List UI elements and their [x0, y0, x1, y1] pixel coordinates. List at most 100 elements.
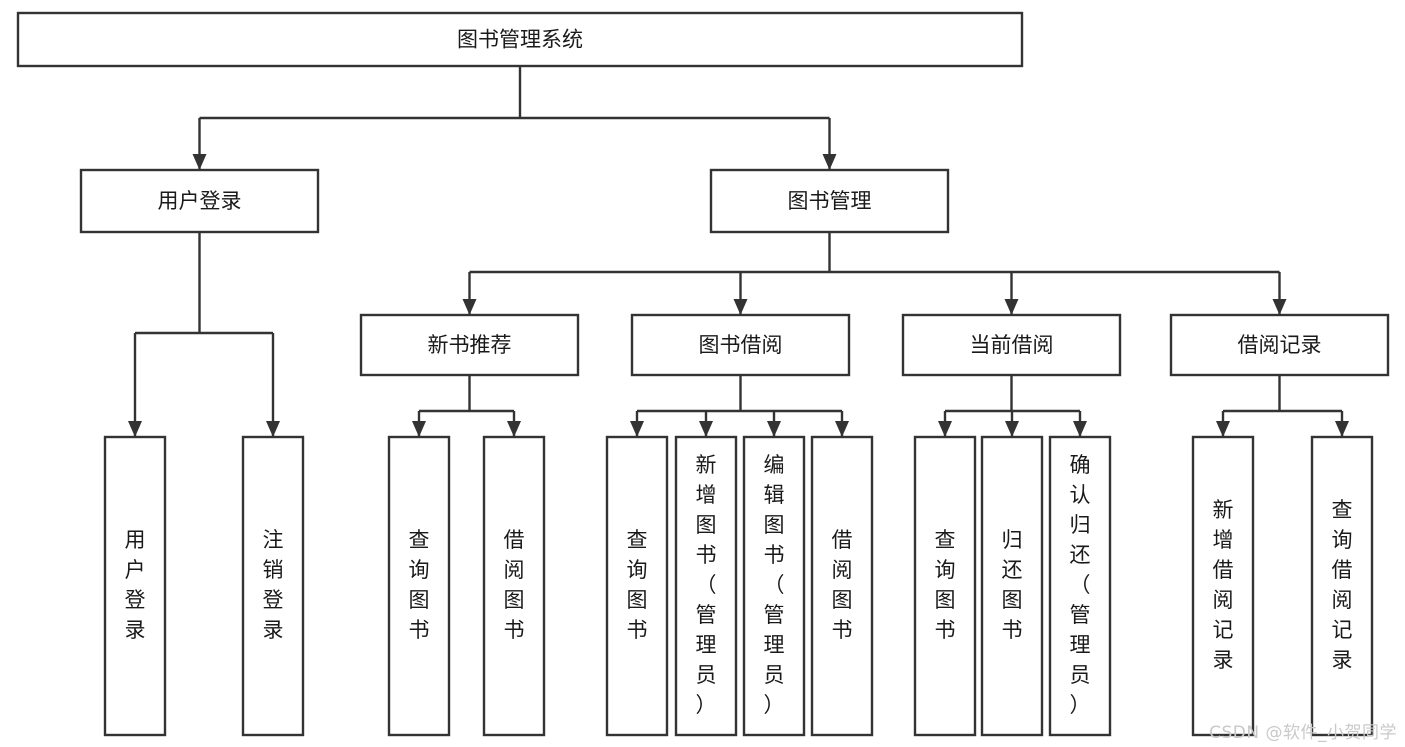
- leaf-node-leaf-borrow-book-1-box: [482, 435, 546, 737]
- leaf-node-leaf-add-record-label-char: 阅: [1213, 588, 1234, 612]
- arrow-head-icon: [835, 421, 849, 437]
- level3-node-current-borrow[interactable]: 当前借阅: [901, 313, 1122, 377]
- leaf-node-leaf-borrow-book-1-label-char: 阅: [504, 558, 525, 582]
- leaf-node-leaf-edit-book-box: [742, 435, 806, 737]
- level2-node-user-login[interactable]: 用户登录: [79, 168, 320, 234]
- leaf-node-leaf-edit-book-label-char: ）: [764, 693, 785, 717]
- leaf-node-leaf-confirm-return-label-char: 归: [1070, 513, 1091, 537]
- leaf-node-leaf-query-record-label-char: 录: [1332, 648, 1353, 672]
- leaf-node-leaf-confirm-return-label-char: ）: [1070, 693, 1091, 717]
- leaf-node-leaf-add-book-label-char: 增: [696, 483, 717, 507]
- leaf-node-leaf-edit-book-label-char: 理: [764, 633, 785, 657]
- leaf-node-leaf-return-book-label-char: 书: [1002, 618, 1023, 642]
- arrow-head-icon: [192, 154, 207, 170]
- arrow-head-icon: [699, 421, 713, 437]
- leaf-node-leaf-query-book-3-label-char: 询: [935, 558, 956, 582]
- level3-node-book-borrow[interactable]: 图书借阅: [630, 313, 851, 377]
- root-node-book-management-system[interactable]: 图书管理系统: [16, 11, 1024, 68]
- level3-node-new-book-rec-box: [359, 313, 580, 377]
- leaf-node-leaf-confirm-return-label-char: 员: [1070, 663, 1091, 687]
- leaf-node-leaf-edit-book-label-char: 管: [764, 603, 785, 627]
- leaf-node-leaf-user-login[interactable]: 用户登录: [103, 435, 167, 737]
- leaf-node-leaf-query-record-label-char: 记: [1332, 618, 1353, 642]
- leaf-node-leaf-add-record-label-char: 借: [1213, 558, 1234, 582]
- leaf-node-leaf-query-book-2-label-char: 查: [627, 528, 648, 552]
- arrow-head-icon: [733, 299, 748, 315]
- leaf-node-leaf-query-book-2-box: [605, 435, 669, 737]
- leaf-node-leaf-query-book-1-label-char: 图: [409, 588, 430, 612]
- root-node-book-management-system-label: 图书管理系统: [457, 28, 583, 52]
- level3-node-current-borrow-box: [901, 313, 1122, 377]
- leaf-node-leaf-query-book-2-label-char: 询: [627, 558, 648, 582]
- leaf-node-leaf-confirm-return-label-char: 确: [1070, 453, 1091, 477]
- leaf-node-leaf-query-book-2-label-char: 书: [627, 618, 648, 642]
- node-layer: 图书管理系统用户登录图书管理新书推荐图书借阅当前借阅借阅记录用户登录注销登录查询…: [16, 11, 1390, 737]
- leaf-node-leaf-edit-book-label-char: 编: [764, 453, 785, 477]
- leaf-node-leaf-borrow-book-2-label-char: 借: [832, 528, 853, 552]
- connector-layer: [128, 66, 1349, 437]
- level2-node-user-login-label: 用户登录: [158, 189, 242, 213]
- leaf-node-leaf-add-record-label-char: 记: [1213, 618, 1234, 642]
- leaf-node-leaf-user-login-label-char: 户: [125, 558, 146, 582]
- leaf-node-leaf-confirm-return-label-char: 理: [1070, 633, 1091, 657]
- leaf-node-leaf-add-record-label-char: 新: [1213, 498, 1234, 522]
- leaf-node-leaf-edit-book-label-char: 辑: [764, 483, 785, 507]
- level3-node-borrow-record-label: 借阅记录: [1238, 333, 1322, 357]
- arrow-head-icon: [1073, 421, 1087, 437]
- leaf-node-leaf-query-book-1-label-char: 询: [409, 558, 430, 582]
- leaf-node-leaf-query-record-label-char: 阅: [1332, 588, 1353, 612]
- leaf-node-leaf-query-book-1-box: [387, 435, 451, 737]
- leaf-node-leaf-add-record-label-char: 录: [1213, 648, 1234, 672]
- leaf-node-leaf-add-book-label-char: 员: [696, 663, 717, 687]
- level3-node-book-borrow-box: [630, 313, 851, 377]
- csdn-watermark: CSDN @软件_小贺同学: [1209, 723, 1397, 743]
- leaf-node-leaf-query-record-label-char: 查: [1332, 498, 1353, 522]
- leaf-node-leaf-add-book-label-char: 理: [696, 633, 717, 657]
- leaf-node-leaf-edit-book-label-char: （: [764, 573, 785, 597]
- leaf-node-leaf-user-logout-label-char: 注: [263, 528, 284, 552]
- leaf-node-leaf-user-logout-label-char: 销: [263, 558, 284, 582]
- level2-node-book-manage[interactable]: 图书管理: [709, 168, 950, 234]
- leaf-node-leaf-edit-book-label-char: 员: [764, 663, 785, 687]
- level3-node-borrow-record[interactable]: 借阅记录: [1169, 313, 1390, 377]
- leaf-node-leaf-confirm-return-label-char: （: [1070, 573, 1091, 597]
- arrow-head-icon: [630, 421, 644, 437]
- level3-node-book-borrow-label: 图书借阅: [699, 333, 783, 357]
- leaf-node-leaf-user-login-label-char: 登: [125, 588, 146, 612]
- level3-node-new-book-rec[interactable]: 新书推荐: [359, 313, 580, 377]
- leaf-node-leaf-confirm-return-label-char: 认: [1070, 483, 1091, 507]
- leaf-node-leaf-return-book-label-char: 归: [1002, 528, 1023, 552]
- leaf-node-leaf-borrow-book-2-label-char: 书: [832, 618, 853, 642]
- leaf-node-leaf-add-book-label-char: 图: [696, 513, 717, 537]
- arrow-head-icon: [1005, 421, 1019, 437]
- level2-node-book-manage-label: 图书管理: [788, 189, 872, 213]
- leaf-node-leaf-query-book-3-label-char: 图: [935, 588, 956, 612]
- leaf-node-leaf-add-book-label-char: 管: [696, 603, 717, 627]
- leaf-node-leaf-query-book-1-label-char: 书: [409, 618, 430, 642]
- leaf-node-leaf-query-book-3-label-char: 查: [935, 528, 956, 552]
- leaf-node-leaf-user-login-label-char: 录: [125, 618, 146, 642]
- arrow-head-icon: [266, 421, 280, 437]
- leaf-node-leaf-add-book-label-char: （: [696, 573, 717, 597]
- leaf-node-leaf-user-logout-label-char: 录: [263, 618, 284, 642]
- leaf-node-leaf-query-book-1-label-char: 查: [409, 528, 430, 552]
- arrow-head-icon: [1004, 299, 1019, 315]
- arrow-head-icon: [938, 421, 952, 437]
- leaf-node-leaf-confirm-return-box: [1048, 435, 1112, 737]
- leaf-node-leaf-return-book-box: [980, 435, 1044, 737]
- leaf-node-leaf-borrow-book-1-label-char: 图: [504, 588, 525, 612]
- level3-node-new-book-rec-label: 新书推荐: [428, 333, 512, 357]
